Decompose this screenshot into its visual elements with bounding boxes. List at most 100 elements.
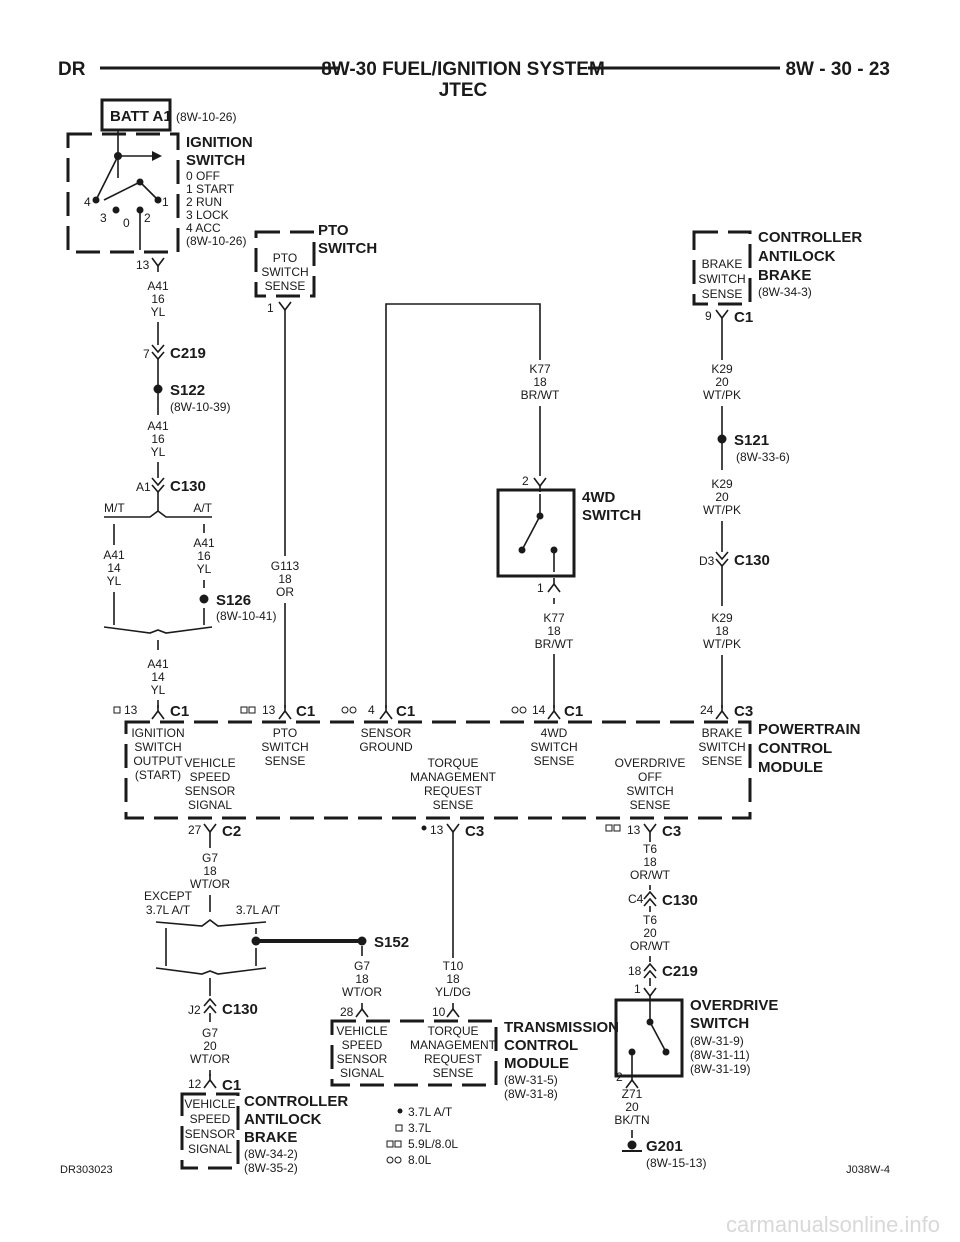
ign-p1: 1 START [186,182,235,196]
odsw-ref1: (8W-31-9) [690,1034,744,1048]
mt-label: M/T [104,501,125,515]
w-t6b-gauge: 20 [643,926,657,940]
pcm-title1: POWERTRAIN [758,721,861,738]
s121-name: S121 [734,432,769,449]
cab-inner1: BRAKE [702,257,743,271]
c130a1-name: C130 [170,478,206,495]
pto-switch: PTO SWITCH SENSE PTO SWITCH 1 G113 18 OR [254,222,377,720]
cab-conn: C1 [734,309,753,326]
sw4wd-pin2: 2 [522,474,529,488]
sw4wd-title2: SWITCH [582,507,641,524]
header-subtitle: JTEC [439,80,488,101]
c130c4-name: C130 [662,892,698,909]
pcm-bs-2: SENSE [702,754,743,768]
page-header: DR 8W-30 FUEL/IGNITION SYSTEM JTEC 8W - … [58,59,890,101]
w-a41a-code: A41 [147,279,169,293]
cab2-i1: SPEED [190,1112,231,1126]
tcm-tmr-2: REQUEST [424,1052,483,1066]
w-g7a-color: WT/OR [190,877,230,891]
cab2-title1: CONTROLLER [244,1093,348,1110]
cab-bottom: VEHICLE SPEED SENSOR SIGNAL CONTROLLER A… [180,1092,348,1175]
s122-ref: (8W-10-39) [170,400,230,414]
batt-block: BATT A1 (8W-10-26) [100,98,236,156]
pcm-ign-2: OUTPUT [133,754,183,768]
s126-name: S126 [216,592,251,609]
batt-ref: (8W-10-26) [176,110,236,124]
sw4wd-title1: 4WD [582,489,616,506]
tcm-vss-2: SENSOR [337,1052,388,1066]
pcm-tmr-3: SENSE [433,798,474,812]
c219b-pin: 18 [628,964,642,978]
w-a41c-gauge: 14 [107,561,121,575]
pcm-vss-1: SPEED [190,770,231,784]
w-k29a-code: K29 [711,362,733,376]
pcm-ign-1: SWITCH [134,740,181,754]
w-a41e-gauge: 14 [151,670,165,684]
sw4wd-pin1: 1 [537,581,544,595]
pcm-title3: MODULE [758,759,823,776]
cab2-title2: ANTILOCK [244,1111,322,1128]
ign-p4: 4 ACC [186,221,221,235]
pcm-tmr-1: MANAGEMENT [410,770,497,784]
cab-top: BRAKE SWITCH SENSE CONTROLLER ANTILOCK B… [692,229,862,720]
w-k29b-gauge: 20 [715,490,729,504]
tcm-title1: TRANSMISSION [504,1019,619,1036]
w-k77a-color: BR/WT [521,388,560,402]
w-a41d-gauge: 16 [197,549,211,563]
cab-title3: BRAKE [758,267,811,284]
tcm-tmr-3: SENSE [433,1066,474,1080]
pcm-vss-0: VEHICLE [184,756,235,770]
w-t6a-gauge: 18 [643,855,657,869]
header-page: 8W - 30 - 23 [785,59,890,80]
footer-left: DR303023 [60,1164,113,1176]
footer-right: J038W-4 [846,1164,890,1176]
legend-l1: 3.7L A/T [408,1105,453,1119]
w-t6a-color: OR/WT [630,868,671,882]
ign-title1: IGNITION [186,134,253,151]
except1: EXCEPT [144,889,193,903]
ign-pos2: 2 [144,211,151,225]
pcm-t5-pin: 24 [700,703,714,717]
pcm-pto-2: SENSE [265,754,306,768]
pcm-od-0: OVERDRIVE [615,756,686,770]
ign-p0: 0 OFF [186,169,220,183]
pto-title1: PTO [318,222,349,239]
w-g7a-gauge: 18 [203,864,217,878]
w-k77a-gauge: 18 [533,375,547,389]
pto-pin: 1 [267,301,274,315]
pcm-b3-conn: C3 [662,823,681,840]
pto-inner2: SWITCH [261,265,308,279]
w-k29a-color: WT/PK [703,388,741,402]
w-g113-code: G113 [271,559,300,573]
tcm-title2: CONTROL [504,1037,578,1054]
tcm-vss-1: SPEED [342,1038,383,1052]
tcm-vss-3: SIGNAL [340,1066,384,1080]
w-a41e-color: YL [151,683,166,697]
ign-pos1: 1 [162,195,169,209]
ign-pos4: 4 [84,195,91,209]
ign-title2: SWITCH [186,152,245,169]
od-path: T6 18 OR/WT C4 C130 T6 20 OR/WT 18 C219 … [614,838,778,1170]
tcm-block: T10 18 YL/DG 10 VEHICLE SPEED SENSOR SIG… [330,838,619,1101]
w-k77b-gauge: 18 [547,624,561,638]
odsw-title2: SWITCH [690,1015,749,1032]
w-t6b-color: OR/WT [630,939,671,953]
pto-title2: SWITCH [318,240,377,257]
cab2-ref1: (8W-34-2) [244,1147,298,1161]
pcm-tmr-0: TORQUE [427,756,478,770]
cab2-i3: SIGNAL [188,1142,232,1156]
cab-inner3: SENSE [702,287,743,301]
pcm-tmr-2: REQUEST [424,784,483,798]
cab2-pin: 12 [188,1077,202,1091]
w-t6b-code: T6 [643,913,657,927]
pcm-ign-0: IGNITION [131,726,184,740]
w-a41a-gauge: 16 [151,292,165,306]
legend-l3: 5.9L/8.0L [408,1137,458,1151]
tcm-title3: MODULE [504,1055,569,1072]
pcm-wd-2: SENSE [534,754,575,768]
legend-l4: 8.0L [408,1153,432,1167]
w-g7c-gauge: 20 [203,1039,217,1053]
w-g7a-code: G7 [202,851,218,865]
legend: 3.7L A/T 3.7L 5.9L/8.0L 8.0L [386,1105,458,1167]
cab2-i2: SENSOR [185,1127,236,1141]
